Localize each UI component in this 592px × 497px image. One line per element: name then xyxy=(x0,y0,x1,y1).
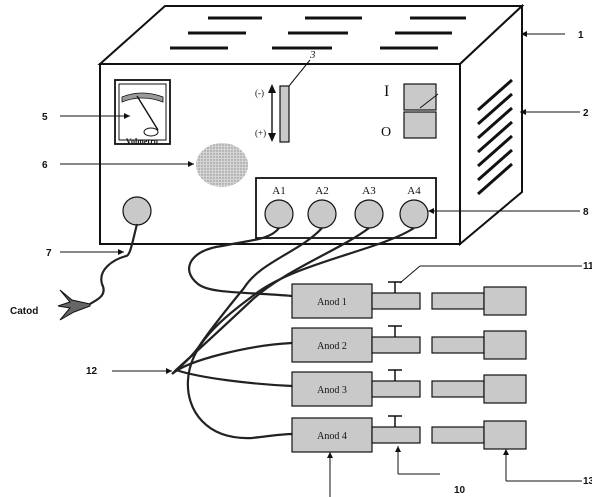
terminal-a2 xyxy=(307,199,337,229)
power-supply-cabinet: Volmetru (-) (+) I O A1 A2 A3 A4 xyxy=(97,3,525,247)
anod-1-block xyxy=(291,283,373,319)
terminal-label-a4: A4 xyxy=(407,185,421,197)
callout-13: 13 xyxy=(583,476,592,487)
polarity-minus-label: (-) xyxy=(255,88,264,98)
anod-1-label: Anod 1 xyxy=(317,297,347,308)
wire-anod-3 xyxy=(173,227,370,388)
cathode-2-rod xyxy=(431,336,485,354)
callout-2: 2 xyxy=(583,108,589,119)
cathode-3-rod xyxy=(431,380,485,398)
anod-4-label: Anod 4 xyxy=(317,431,347,442)
callout-12: 12 xyxy=(86,366,98,377)
anod-2-label: Anod 2 xyxy=(317,341,347,352)
callout-1: 1 xyxy=(578,30,584,41)
anod-3-block xyxy=(291,371,373,407)
switch-top xyxy=(403,83,437,111)
anod-2-rod xyxy=(371,336,421,354)
anode-row-2: Anod 2 xyxy=(291,325,527,363)
voltmeter-scale xyxy=(121,92,164,103)
callout-3: 3 xyxy=(309,49,316,61)
side-vents xyxy=(477,78,513,196)
cathode-wire xyxy=(89,223,139,305)
cathode-clip xyxy=(57,289,91,321)
callout-5: 5 xyxy=(42,112,48,123)
cathode-4-rod xyxy=(431,426,485,444)
callout-6: 6 xyxy=(42,160,48,171)
anod-1-rod xyxy=(371,292,421,310)
polarity-plus-label: (+) xyxy=(255,128,266,138)
terminal-a4 xyxy=(399,199,429,229)
wire-anod-4 xyxy=(186,227,415,440)
anod-4-rod xyxy=(371,426,421,444)
power-switch: I O xyxy=(381,83,437,140)
anod-4-block xyxy=(291,417,373,453)
wiring xyxy=(89,223,415,440)
anode-row-1: Anod 1 xyxy=(291,281,527,319)
callout-10: 10 xyxy=(454,485,466,496)
arrow-down-icon xyxy=(268,133,276,142)
cathode-3-block xyxy=(483,374,527,404)
anod-3-rod xyxy=(371,380,421,398)
terminal-label-a3: A3 xyxy=(362,185,376,197)
catod-label: Catod xyxy=(10,306,38,317)
adjustment-knob xyxy=(196,143,248,187)
cathode-1-rod xyxy=(431,292,485,310)
voltmeter: Volmetru xyxy=(114,79,171,146)
terminal-a1 xyxy=(264,199,294,229)
cathode-4-block xyxy=(483,420,527,450)
arrow-up-icon xyxy=(268,84,276,93)
callout-leaders xyxy=(60,31,582,497)
anode-row-3: Anod 3 xyxy=(291,369,527,407)
polarity-selector: (-) (+) xyxy=(255,84,290,143)
terminal-label-a1: A1 xyxy=(272,185,285,197)
cathode-1-block xyxy=(483,286,527,316)
switch-off-label: O xyxy=(381,125,391,140)
polarity-slider xyxy=(279,85,290,143)
cathode-2-block xyxy=(483,330,527,360)
anode-row-4: Anod 4 xyxy=(291,415,527,453)
switch-on-label: I xyxy=(384,83,389,100)
anod-2-block xyxy=(291,327,373,363)
callout-8: 8 xyxy=(583,207,589,218)
top-vents xyxy=(170,16,466,50)
callout-11: 11 xyxy=(583,261,592,272)
voltmeter-label: Volmetru xyxy=(126,137,159,146)
terminal-label-a2: A2 xyxy=(315,185,328,197)
cathode-terminal xyxy=(122,196,152,226)
callout-7: 7 xyxy=(46,248,52,259)
anod-3-label: Anod 3 xyxy=(317,385,347,396)
switch-bottom xyxy=(403,111,437,139)
anode-terminal-block: A1 A2 A3 A4 xyxy=(255,177,437,239)
terminal-a3 xyxy=(354,199,384,229)
voltmeter-needle xyxy=(136,95,159,131)
